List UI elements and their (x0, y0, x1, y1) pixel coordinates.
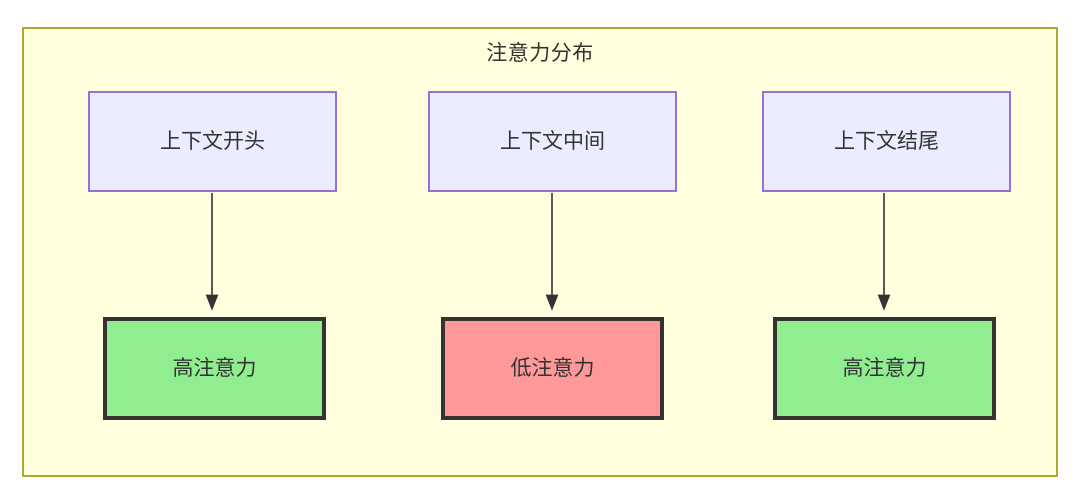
diagram-title: 注意力分布 (486, 42, 594, 65)
node-attention-high-end[interactable]: 高注意力 (773, 317, 996, 420)
node-attention-low-middle[interactable]: 低注意力 (441, 317, 664, 420)
node-context-middle[interactable]: 上下文中间 (428, 91, 677, 192)
node-context-start[interactable]: 上下文开头 (88, 91, 337, 192)
node-attention-high-start[interactable]: 高注意力 (103, 317, 326, 420)
node-context-end[interactable]: 上下文结尾 (762, 91, 1011, 192)
